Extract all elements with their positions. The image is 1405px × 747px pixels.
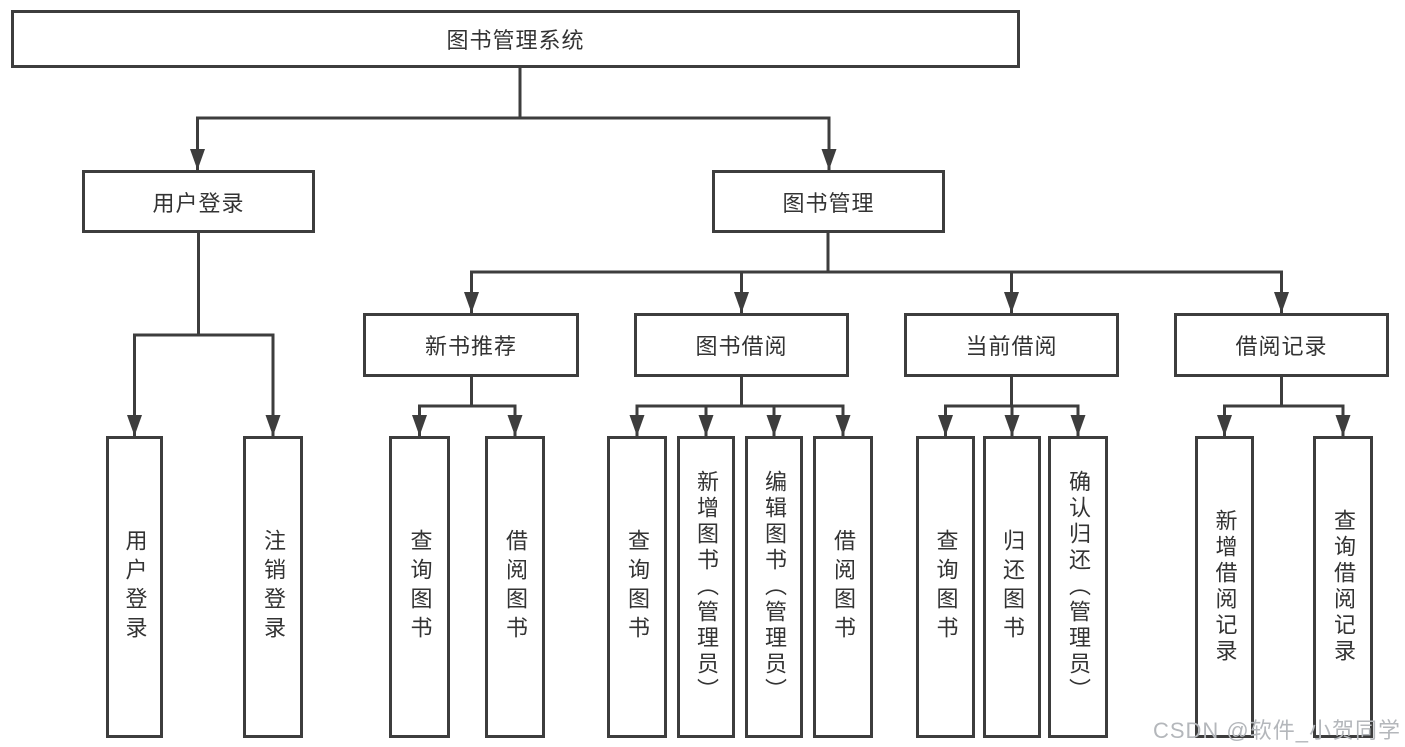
- leaf-add-borrow-record: 新增借阅记录: [1195, 436, 1254, 738]
- node-new-book-recommend: 新书推荐: [363, 313, 579, 377]
- leaf-borrow-books-recommend-label: 借阅图书: [503, 529, 528, 645]
- node-borrow-records: 借阅记录: [1174, 313, 1389, 377]
- leaf-edit-books-admin: 编辑图书（管理员）: [745, 436, 803, 738]
- leaf-query-books-borrow: 查询图书: [607, 436, 667, 738]
- leaf-edit-books-admin-label: 编辑图书（管理员）: [762, 470, 787, 704]
- node-root-label: 图书管理系统: [446, 28, 585, 53]
- node-borrow-records-label: 借阅记录: [1235, 334, 1328, 359]
- watermark: CSDN @软件_小贺同学: [1152, 718, 1401, 743]
- leaf-user-login-label: 用户登录: [122, 529, 148, 645]
- leaf-add-books-admin: 新增图书（管理员）: [677, 436, 735, 738]
- leaf-add-books-admin-label: 新增图书（管理员）: [694, 470, 719, 704]
- leaf-query-books-recommend-label: 查询图书: [407, 529, 433, 645]
- leaf-query-books-current: 查询图书: [916, 436, 975, 738]
- node-new-book-recommend-label: 新书推荐: [424, 334, 517, 359]
- leaf-query-books-current-label: 查询图书: [933, 529, 959, 645]
- leaf-borrow-books-borrow: 借阅图书: [813, 436, 873, 738]
- node-book-management-label: 图书管理: [782, 190, 875, 216]
- node-book-management: 图书管理: [712, 170, 945, 233]
- leaf-logout: 注销登录: [243, 436, 303, 738]
- node-book-borrow: 图书借阅: [634, 313, 849, 377]
- leaf-borrow-books-borrow-label: 借阅图书: [831, 529, 856, 645]
- leaf-borrow-books-recommend: 借阅图书: [485, 436, 545, 738]
- leaf-confirm-return-admin-label: 确认归还（管理员）: [1066, 470, 1091, 704]
- node-book-borrow-label: 图书借阅: [695, 334, 788, 359]
- node-current-borrow: 当前借阅: [904, 313, 1119, 377]
- leaf-return-books-label: 归还图书: [1000, 529, 1025, 645]
- leaf-query-books-borrow-label: 查询图书: [625, 529, 650, 645]
- leaf-user-login: 用户登录: [106, 436, 163, 738]
- leaf-query-books-recommend: 查询图书: [389, 436, 450, 738]
- leaf-query-borrow-record: 查询借阅记录: [1313, 436, 1373, 738]
- node-user-login: 用户登录: [82, 170, 315, 233]
- leaf-logout-label: 注销登录: [261, 529, 286, 645]
- leaf-confirm-return-admin: 确认归还（管理员）: [1048, 436, 1108, 738]
- leaf-add-borrow-record-label: 新增借阅记录: [1212, 509, 1238, 665]
- node-user-login-label: 用户登录: [152, 190, 245, 216]
- leaf-return-books: 归还图书: [983, 436, 1041, 738]
- leaf-query-borrow-record-label: 查询借阅记录: [1331, 509, 1356, 665]
- node-current-borrow-label: 当前借阅: [965, 334, 1058, 359]
- node-root: 图书管理系统: [11, 10, 1020, 68]
